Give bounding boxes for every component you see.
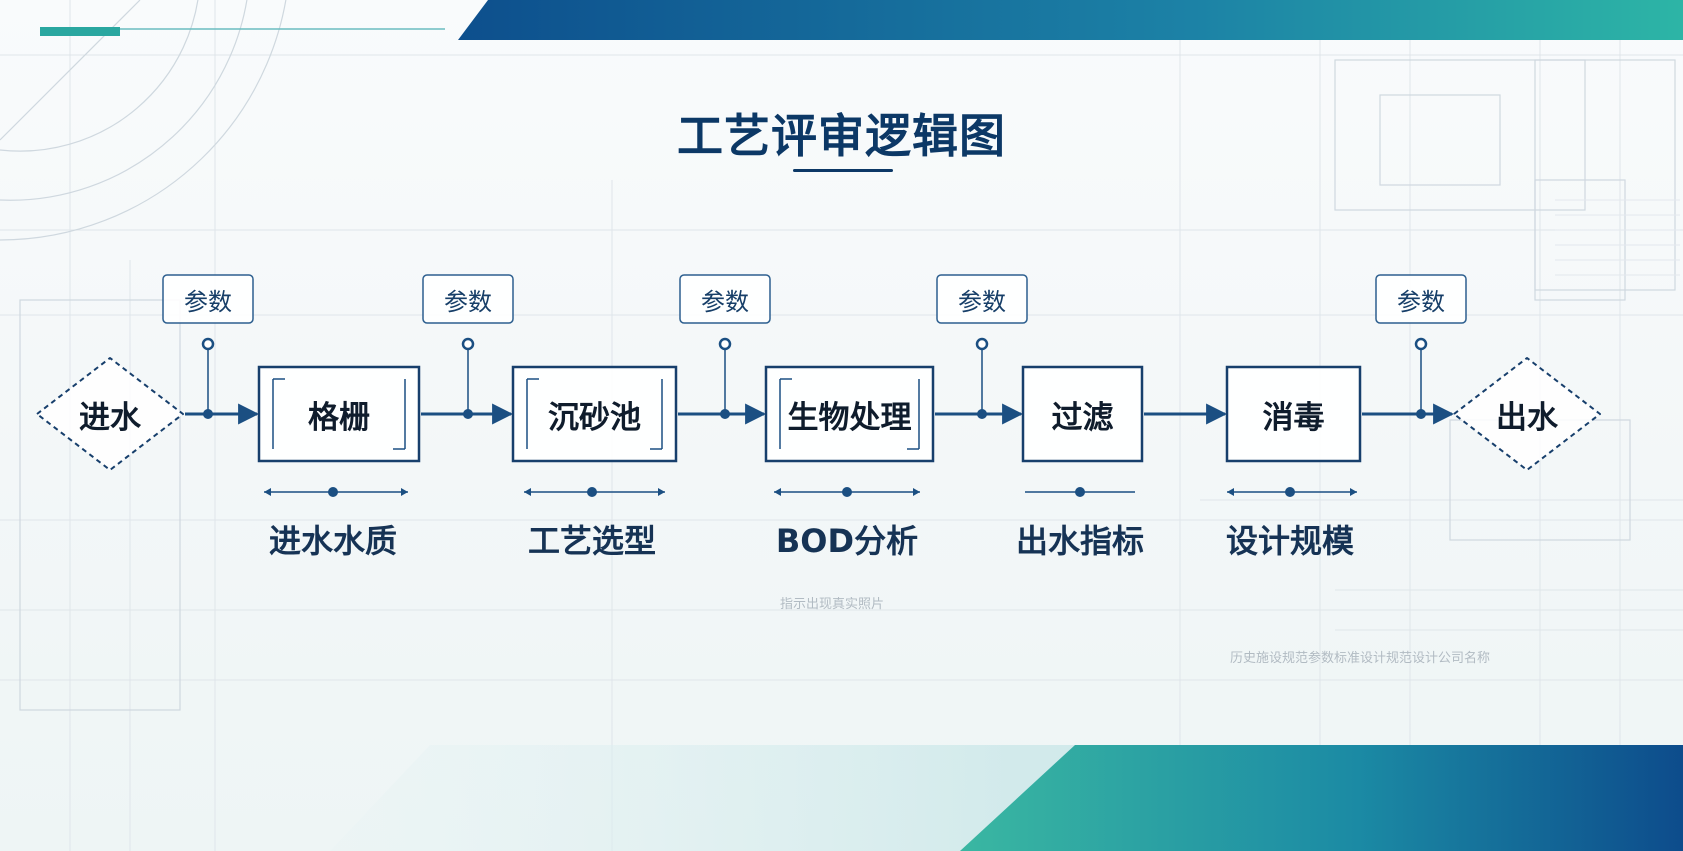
dimension-lines <box>264 487 1357 497</box>
dimension-arrow-left-1 <box>264 488 271 496</box>
dimension-arrow-left-5 <box>1227 488 1234 496</box>
param-box-3 <box>679 274 771 324</box>
node-disinfect-box <box>1225 365 1362 463</box>
header-accent-bar <box>40 27 120 36</box>
dimension-dot-4 <box>1075 487 1085 497</box>
param-box-5 <box>1375 274 1467 324</box>
param-anchor-5 <box>1414 337 1428 351</box>
param-label-2: 参数 <box>444 287 492 316</box>
param-label-3: 参数 <box>701 287 749 316</box>
dimension-arrow-left-3 <box>774 488 781 496</box>
param-anchor-1 <box>201 337 215 351</box>
title-underline <box>793 169 893 172</box>
dimension-dot-5 <box>1285 487 1295 497</box>
flow-nodes <box>36 357 1601 471</box>
param-junction-3 <box>720 409 730 419</box>
faint-footnote: 历史施设规范参数标准设计规范设计公司名称 <box>1229 650 1490 666</box>
blueprint-hatching <box>1555 199 1680 276</box>
dimension-arrow-right-5 <box>1350 488 1357 496</box>
node-outlet-label: 出水 <box>1496 399 1558 436</box>
node-screen-box <box>257 365 421 463</box>
node-bio-label: 生物处理 <box>787 399 912 436</box>
node-inlet-label: 进水 <box>79 399 141 436</box>
param-box-2 <box>422 274 514 324</box>
node-filter-label: 过滤 <box>1051 399 1114 436</box>
node-disinfect-label: 消毒 <box>1262 399 1325 436</box>
param-junction-4 <box>977 409 987 419</box>
header-band <box>458 0 1683 40</box>
param-label-5: 参数 <box>1397 287 1445 316</box>
dimension-dot-1 <box>328 487 338 497</box>
node-screen-label: 格栅 <box>308 399 370 436</box>
param-junction-1 <box>203 409 213 419</box>
dimension-arrow-right-1 <box>401 488 408 496</box>
blueprint-arcs <box>0 0 1676 711</box>
diagram-title: 工艺评审逻辑图 <box>677 109 1006 163</box>
sub-label-2: 工艺选型 <box>527 522 656 560</box>
node-outlet-shape <box>1453 357 1601 471</box>
dimension-arrow-right-2 <box>658 488 665 496</box>
faint-caption: 指示出现真实照片 <box>779 596 884 612</box>
sub-label-3: BOD分析 <box>775 522 919 560</box>
dimension-dot-3 <box>842 487 852 497</box>
param-box-1 <box>162 274 254 324</box>
param-label-1: 参数 <box>184 287 232 316</box>
sub-label-5: 设计规模 <box>1225 522 1354 560</box>
node-grit-label: 沉砂池 <box>548 399 641 436</box>
node-inlet-shape <box>36 357 184 471</box>
param-anchor-3 <box>718 337 732 351</box>
dimension-arrow-left-2 <box>524 488 531 496</box>
node-bio-box <box>764 365 935 463</box>
sub-label-4: 出水指标 <box>1015 522 1144 560</box>
param-anchor-2 <box>461 337 475 351</box>
node-filter-box <box>1021 365 1144 463</box>
sub-label-1: 进水水质 <box>268 522 397 560</box>
node-grit-box <box>511 365 678 463</box>
param-label-4: 参数 <box>958 287 1006 316</box>
dimension-dot-2 <box>587 487 597 497</box>
footer-band <box>960 745 1683 851</box>
param-box-4 <box>936 274 1028 324</box>
param-anchor-4 <box>975 337 989 351</box>
param-junction-5 <box>1416 409 1426 419</box>
param-connectors <box>162 274 1467 419</box>
param-junction-2 <box>463 409 473 419</box>
dimension-arrow-right-3 <box>913 488 920 496</box>
